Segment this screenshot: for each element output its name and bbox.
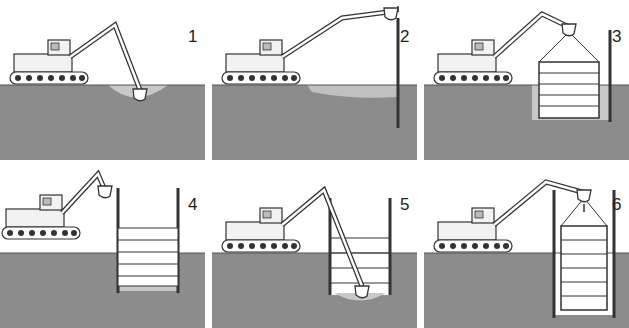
callout-number: 3 xyxy=(612,28,621,45)
callout-number: 6 xyxy=(612,196,621,213)
callout-number: 2 xyxy=(400,28,409,45)
callout-number: 1 xyxy=(188,28,197,45)
callout-number: 5 xyxy=(400,196,409,213)
callout-number: 4 xyxy=(188,196,197,213)
